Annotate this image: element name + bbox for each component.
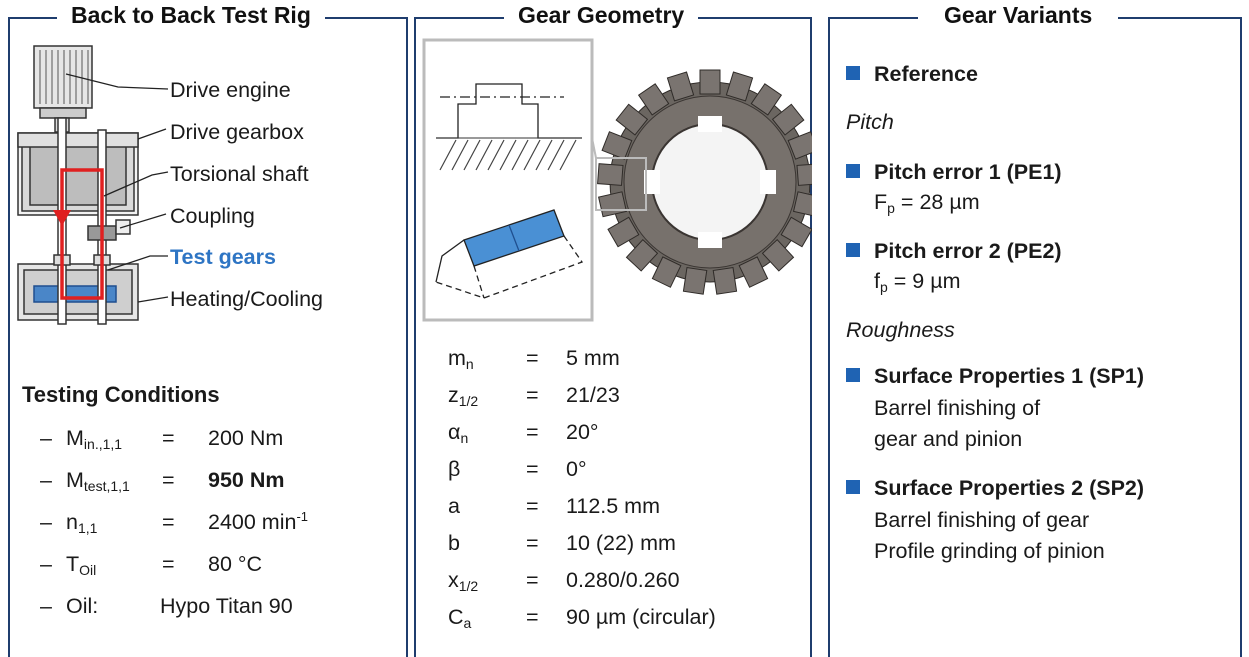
gear-variants-panel: Gear Variants xyxy=(828,2,1242,657)
geometry-row: αn=20° xyxy=(448,420,599,446)
gear-tooth xyxy=(615,103,649,136)
bullet-icon xyxy=(846,368,860,382)
gear-tooth xyxy=(780,216,812,248)
gear-tooth xyxy=(761,239,795,272)
geometry-row: x1/2=0.280/0.260 xyxy=(448,568,680,594)
test-rig-panel: Back to Back Test Rig xyxy=(8,2,408,657)
gear-tooth xyxy=(725,71,754,102)
roughness-heading: Roughness xyxy=(846,318,955,342)
condition-row: – Min.,1,1 = 200 Nm xyxy=(40,426,284,452)
gear-tooth xyxy=(637,83,670,116)
variant-pe1-value: Fp = 28 µm xyxy=(874,190,980,216)
gear-tooth xyxy=(712,266,738,295)
label-drive-gearbox: Drive gearbox xyxy=(170,120,304,144)
gear-tooth xyxy=(601,131,633,160)
geometry-row: b=10 (22) mm xyxy=(448,531,676,555)
gear-tooth xyxy=(651,256,682,288)
gear-tooth xyxy=(738,256,769,288)
variant-reference: Reference xyxy=(846,62,978,87)
geometry-row: z1/2=21/23 xyxy=(448,383,620,409)
condition-row: – TOil = 80 °C xyxy=(40,552,263,578)
panel-title-test-rig: Back to Back Test Rig xyxy=(57,2,325,30)
gear-tooth xyxy=(750,83,783,116)
pitch-heading: Pitch xyxy=(846,110,894,134)
testing-conditions-heading: Testing Conditions xyxy=(22,382,220,407)
test-rig-schematic xyxy=(17,45,169,325)
variant-pe2: Pitch error 2 (PE2) xyxy=(846,239,1062,264)
geometry-row: Ca=90 µm (circular) xyxy=(448,605,716,631)
label-test-gears: Test gears xyxy=(170,245,276,269)
variant-sp2: Surface Properties 2 (SP2) xyxy=(846,476,1144,501)
condition-row: – Mtest,1,1 = 950 Nm xyxy=(40,468,285,494)
condition-row: – Oil: Hypo Titan 90 xyxy=(40,594,293,618)
variant-sp1: Surface Properties 1 (SP1) xyxy=(846,364,1144,389)
gear-3d xyxy=(597,69,812,295)
gear-tooth xyxy=(597,163,624,186)
bullet-icon xyxy=(846,66,860,80)
gear-geometry-panel: Gear Geometry xyxy=(414,2,812,657)
gear-tooth xyxy=(787,131,812,160)
gear-tooth xyxy=(771,103,805,136)
panel-title-gear-variants: Gear Variants xyxy=(918,2,1119,30)
variant-sp1-line2: gear and pinion xyxy=(874,427,1023,451)
variant-pe1: Pitch error 1 (PE1) xyxy=(846,160,1062,185)
variant-sp2-line1: Barrel finishing of gear xyxy=(874,508,1090,532)
label-heating-cooling: Heating/Cooling xyxy=(170,287,323,311)
gear-tooth xyxy=(625,239,659,272)
bullet-icon xyxy=(846,243,860,257)
label-drive-engine: Drive engine xyxy=(170,78,291,102)
variant-sp1-line1: Barrel finishing of xyxy=(874,396,1041,420)
gear-tooth xyxy=(607,216,640,248)
gear-tooth xyxy=(796,163,812,186)
gear-tooth xyxy=(666,71,695,102)
bullet-icon xyxy=(846,164,860,178)
geometry-row: a=112.5 mm xyxy=(448,494,660,518)
variant-sp2-line2: Profile grinding of pinion xyxy=(874,539,1105,563)
gear-tooth xyxy=(792,191,812,218)
bullet-icon xyxy=(846,480,860,494)
gear-tooth xyxy=(682,266,708,295)
gear-tooth xyxy=(699,69,721,95)
label-coupling: Coupling xyxy=(170,204,255,228)
flow-arrow xyxy=(53,210,71,226)
gear-geometry-illustration xyxy=(422,38,812,322)
torque-flow-loop xyxy=(60,168,104,300)
geometry-row: β=0° xyxy=(448,457,587,481)
condition-row: – n1,1 = 2400 min-1 xyxy=(40,509,309,536)
variant-pe2-value: fp = 9 µm xyxy=(874,269,961,295)
panel-title-gear-geometry: Gear Geometry xyxy=(504,2,699,30)
motor-body xyxy=(33,45,93,109)
label-torsional-shaft: Torsional shaft xyxy=(170,162,309,186)
geometry-row: mn=5 mm xyxy=(448,346,620,372)
